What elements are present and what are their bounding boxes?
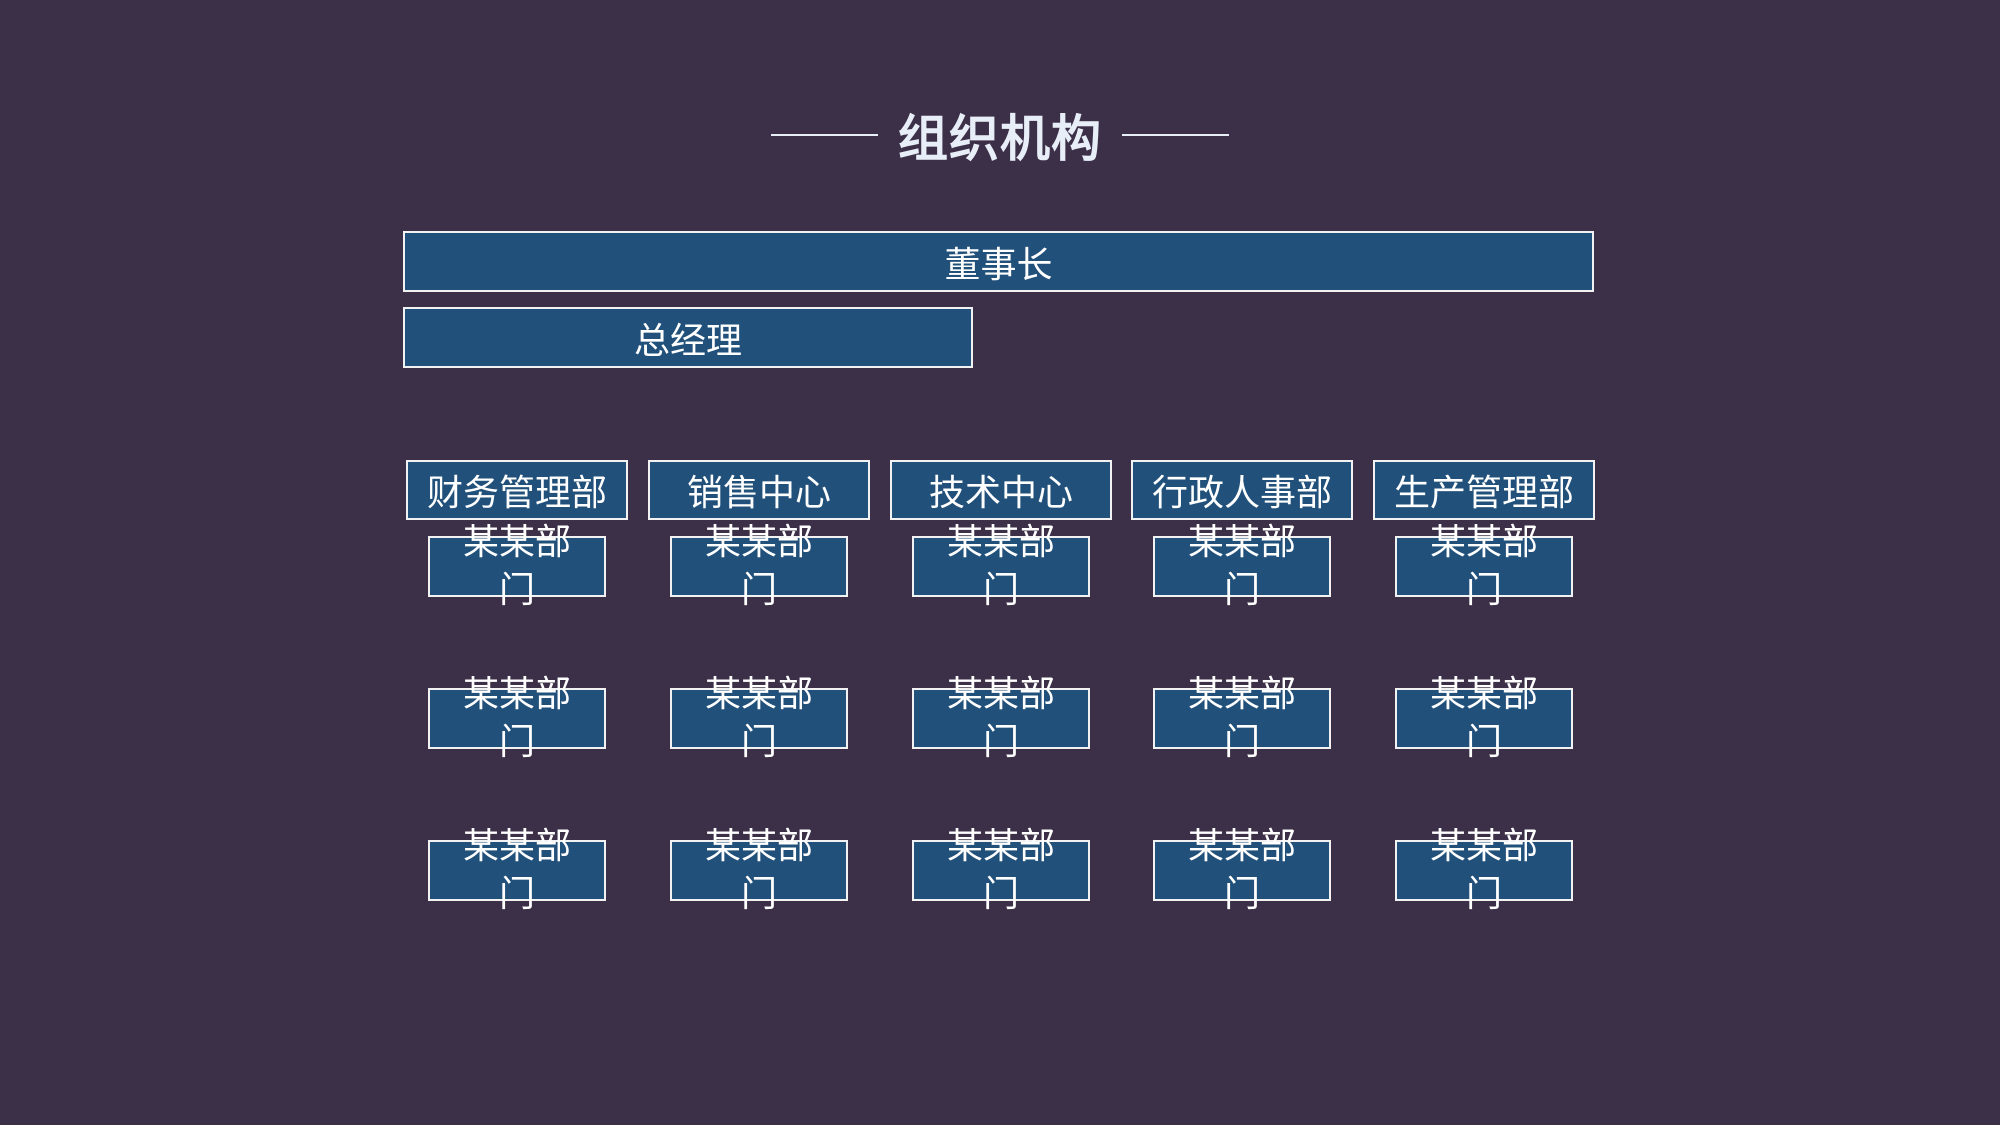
unit-label: 某某部门 bbox=[704, 673, 813, 763]
unit-box: 某某部门 bbox=[1395, 826, 1573, 915]
unit-box: 某某部门 bbox=[1395, 674, 1573, 763]
department-box: 技术中心 bbox=[890, 460, 1112, 520]
unit-box: 某某部门 bbox=[428, 674, 606, 763]
unit-label: 某某部门 bbox=[704, 825, 813, 915]
unit-box: 某某部门 bbox=[670, 674, 848, 763]
unit-box: 某某部门 bbox=[912, 826, 1090, 915]
unit-box: 某某部门 bbox=[670, 826, 848, 915]
department-box: 财务管理部 bbox=[406, 460, 628, 520]
unit-label: 某某部门 bbox=[946, 673, 1055, 763]
title-line-right bbox=[1122, 134, 1229, 136]
unit-label: 某某部门 bbox=[704, 521, 813, 611]
general-manager-box: 总经理 bbox=[403, 307, 973, 368]
unit-box: 某某部门 bbox=[1395, 522, 1573, 611]
unit-box: 某某部门 bbox=[428, 522, 606, 611]
unit-label: 某某部门 bbox=[1187, 673, 1296, 763]
department-label: 销售中心 bbox=[686, 473, 831, 514]
unit-box: 某某部门 bbox=[670, 522, 848, 611]
unit-label: 某某部门 bbox=[1187, 825, 1296, 915]
unit-box: 某某部门 bbox=[1153, 826, 1331, 915]
unit-label: 某某部门 bbox=[1429, 673, 1538, 763]
page-title: 组织机构 bbox=[898, 110, 1102, 168]
chairman-box: 董事长 bbox=[403, 231, 1594, 292]
unit-box: 某某部门 bbox=[1153, 522, 1331, 611]
unit-box: 某某部门 bbox=[1153, 674, 1331, 763]
unit-label: 某某部门 bbox=[946, 825, 1055, 915]
department-label: 技术中心 bbox=[928, 473, 1073, 514]
title-header: 组织机构 bbox=[0, 100, 2000, 170]
general-manager-label: 总经理 bbox=[633, 320, 742, 362]
department-label: 行政人事部 bbox=[1151, 473, 1332, 514]
department-box: 行政人事部 bbox=[1131, 460, 1353, 520]
department-label: 财务管理部 bbox=[426, 473, 607, 514]
unit-label: 某某部门 bbox=[462, 825, 571, 915]
chairman-label: 董事长 bbox=[944, 244, 1053, 286]
unit-label: 某某部门 bbox=[1187, 521, 1296, 611]
unit-box: 某某部门 bbox=[912, 674, 1090, 763]
department-box: 销售中心 bbox=[648, 460, 870, 520]
department-box: 生产管理部 bbox=[1373, 460, 1595, 520]
department-label: 生产管理部 bbox=[1393, 473, 1574, 514]
unit-label: 某某部门 bbox=[946, 521, 1055, 611]
unit-label: 某某部门 bbox=[1429, 521, 1538, 611]
title-line-left bbox=[771, 134, 878, 136]
unit-box: 某某部门 bbox=[912, 522, 1090, 611]
unit-label: 某某部门 bbox=[462, 521, 571, 611]
unit-label: 某某部门 bbox=[1429, 825, 1538, 915]
unit-label: 某某部门 bbox=[462, 673, 571, 763]
unit-box: 某某部门 bbox=[428, 826, 606, 915]
